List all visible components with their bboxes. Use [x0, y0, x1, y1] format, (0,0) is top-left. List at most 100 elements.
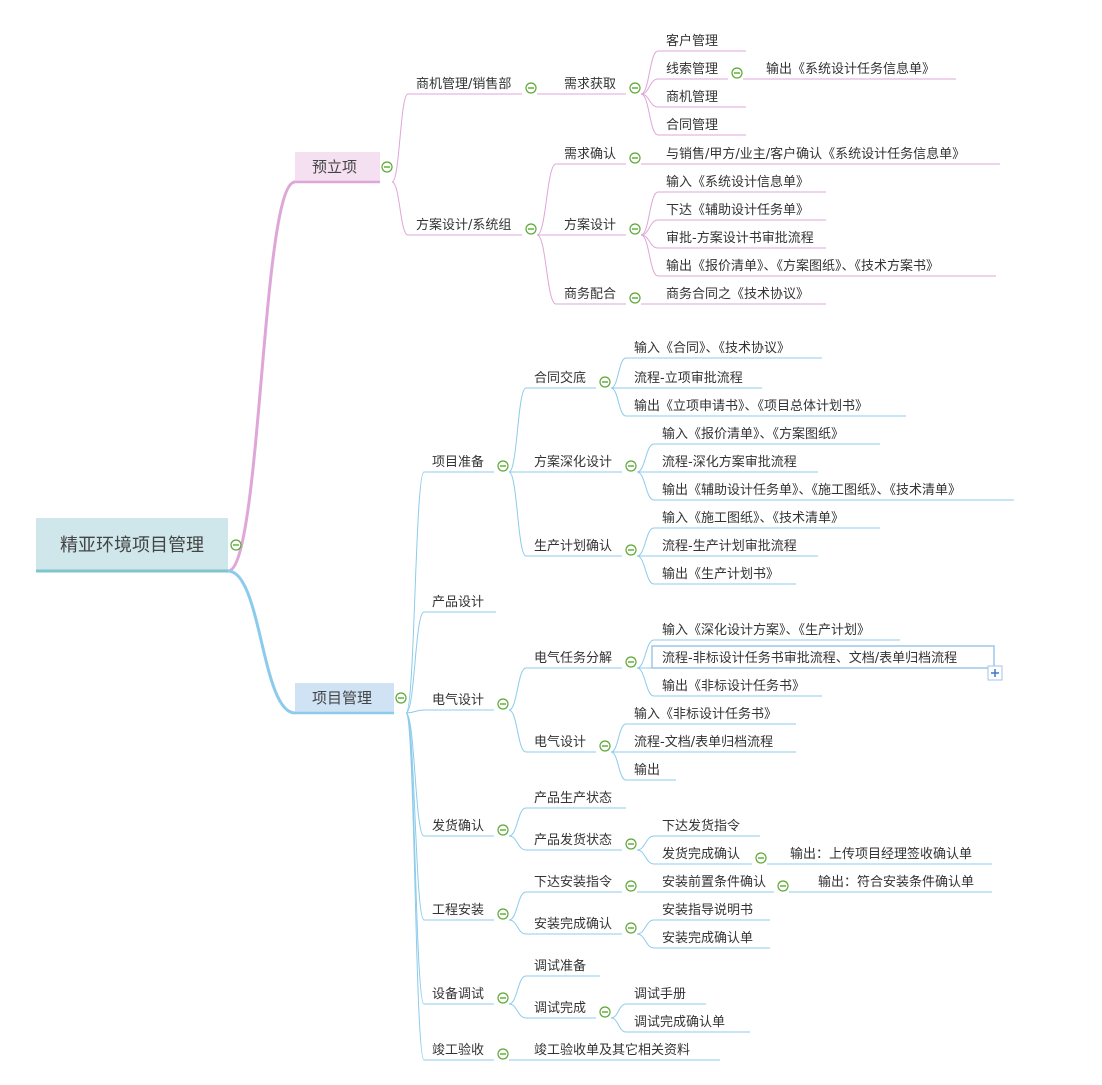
- node-label: 商务合同之《技术协议》: [666, 286, 809, 302]
- collapse-toggle[interactable]: [629, 82, 641, 94]
- node-label: 商务配合: [564, 286, 616, 302]
- node-label: 输入《施工图纸》、《技术清单》: [662, 510, 844, 526]
- collapse-toggle[interactable]: [497, 1048, 509, 1060]
- collapse-toggle[interactable]: [599, 1006, 611, 1018]
- branch-collapse-toggle[interactable]: [395, 692, 407, 704]
- connector: [636, 667, 655, 697]
- node-label: 输出《立项申请书》、《项目总体计划书》: [634, 398, 868, 414]
- node-label: 线索管理: [666, 62, 718, 77]
- node-label: 项目准备: [432, 454, 484, 470]
- node-label: 下达安装指令: [534, 875, 612, 890]
- collapse-toggle[interactable]: [497, 698, 509, 710]
- node-label: 调试手册: [634, 987, 686, 1002]
- node-label: 调试完成: [534, 1001, 586, 1016]
- collapse-toggle[interactable]: [497, 460, 509, 472]
- connector: [640, 50, 659, 95]
- branch-label: 预立项: [312, 158, 357, 176]
- branch-box: [295, 683, 394, 713]
- node-label: 流程-立项审批流程: [634, 371, 743, 386]
- collapse-toggle[interactable]: [599, 740, 611, 752]
- connector: [536, 163, 557, 236]
- node-label: 设备调试: [432, 986, 484, 1002]
- connector: [405, 611, 425, 714]
- connector: [536, 234, 557, 305]
- node-label: 产品发货状态: [534, 832, 612, 848]
- node-label: 安装完成确认单: [662, 931, 753, 946]
- branch-node[interactable]: 预立项: [295, 152, 380, 184]
- node-label: 安装完成确认: [534, 917, 612, 932]
- node-label: 输入《报价清单》、《方案图纸》: [662, 426, 844, 442]
- collapse-toggle[interactable]: [497, 992, 509, 1004]
- add-child-plus-icon[interactable]: [987, 665, 1003, 681]
- node-label: 输出《系统设计任务信息单》: [766, 61, 935, 77]
- mind-map-connectors: [227, 50, 1014, 1061]
- node-label: 工程安装: [432, 903, 484, 918]
- connector: [610, 357, 627, 389]
- collapse-toggle[interactable]: [625, 460, 637, 472]
- connector: [640, 78, 659, 95]
- node-label: 下达《辅助设计任务单》: [666, 202, 809, 218]
- connector: [405, 471, 425, 714]
- branch-collapse-toggle[interactable]: [381, 161, 393, 173]
- connector: [508, 835, 527, 851]
- collapse-toggle[interactable]: [625, 838, 637, 850]
- connector: [391, 93, 409, 183]
- node-label: 电气任务分解: [534, 650, 612, 666]
- connector: [508, 667, 527, 711]
- connector: [636, 933, 655, 949]
- root-collapse-toggle[interactable]: [230, 539, 242, 551]
- node-label: 输入《合同》、《技术协议》: [634, 340, 790, 356]
- node-label: 流程-生产计划审批流程: [662, 539, 797, 554]
- node-label: 输出: [634, 762, 660, 778]
- node-label: 合同交底: [534, 370, 586, 386]
- collapse-toggle[interactable]: [599, 376, 611, 388]
- selected-node-frame[interactable]: [651, 645, 995, 669]
- collapse-toggle[interactable]: [625, 656, 637, 668]
- node-label: 输出《非标设计任务书》: [662, 678, 805, 694]
- node-label: 流程-文档/表单归档流程: [634, 735, 773, 750]
- connector: [508, 387, 527, 473]
- root-node[interactable]: 精亚环境项目管理: [36, 518, 228, 573]
- node-label: 竣工验收: [432, 1042, 484, 1058]
- node-label: 产品生产状态: [534, 791, 612, 806]
- node-label: 电气设计: [432, 692, 484, 708]
- collapse-toggle[interactable]: [625, 880, 637, 892]
- node-label: 安装指导说明书: [662, 903, 753, 918]
- connector: [391, 181, 409, 236]
- collapse-toggle[interactable]: [525, 82, 537, 94]
- connector: [508, 891, 527, 921]
- node-label: 输入《深化设计方案》、《生产计划》: [662, 622, 870, 638]
- connector: [508, 919, 527, 935]
- connector: [636, 555, 655, 585]
- collapse-toggle[interactable]: [629, 152, 641, 164]
- mind-map-nodes: 精亚环境项目管理预立项商机管理/销售部需求获取客户管理线索管理输出《系统设计任务…: [36, 33, 1003, 1060]
- collapse-toggle[interactable]: [629, 223, 641, 235]
- collapse-toggle[interactable]: [497, 824, 509, 836]
- node-label: 输出《生产计划书》: [662, 566, 779, 582]
- connector: [610, 1017, 627, 1033]
- collapse-toggle[interactable]: [625, 922, 637, 934]
- node-label: 方案设计/系统组: [416, 217, 511, 233]
- collapse-toggle[interactable]: [731, 67, 743, 79]
- node-label: 竣工验收单及其它相关资料: [534, 1042, 690, 1058]
- node-label: 方案深化设计: [534, 454, 612, 470]
- node-label: 输入《非标设计任务书》: [634, 706, 777, 722]
- node-label: 输出：符合安装条件确认单: [818, 874, 974, 890]
- connector: [640, 191, 659, 236]
- node-label: 客户管理: [666, 33, 718, 49]
- collapse-toggle[interactable]: [497, 908, 509, 920]
- node-label: 调试准备: [534, 958, 586, 974]
- branch-node[interactable]: 项目管理: [295, 683, 394, 715]
- connector: [640, 93, 659, 136]
- collapse-toggle[interactable]: [777, 880, 789, 892]
- connector: [610, 1003, 627, 1019]
- connector: [610, 387, 627, 417]
- node-label: 输出《辅助设计任务单》、《施工图纸》、《技术清单》: [662, 482, 961, 498]
- collapse-toggle[interactable]: [629, 292, 641, 304]
- node-label: 产品设计: [432, 595, 484, 610]
- node-label: 安装前置条件确认: [662, 874, 766, 890]
- connector: [640, 234, 659, 277]
- collapse-toggle[interactable]: [625, 544, 637, 556]
- collapse-toggle[interactable]: [525, 223, 537, 235]
- collapse-toggle[interactable]: [755, 852, 767, 864]
